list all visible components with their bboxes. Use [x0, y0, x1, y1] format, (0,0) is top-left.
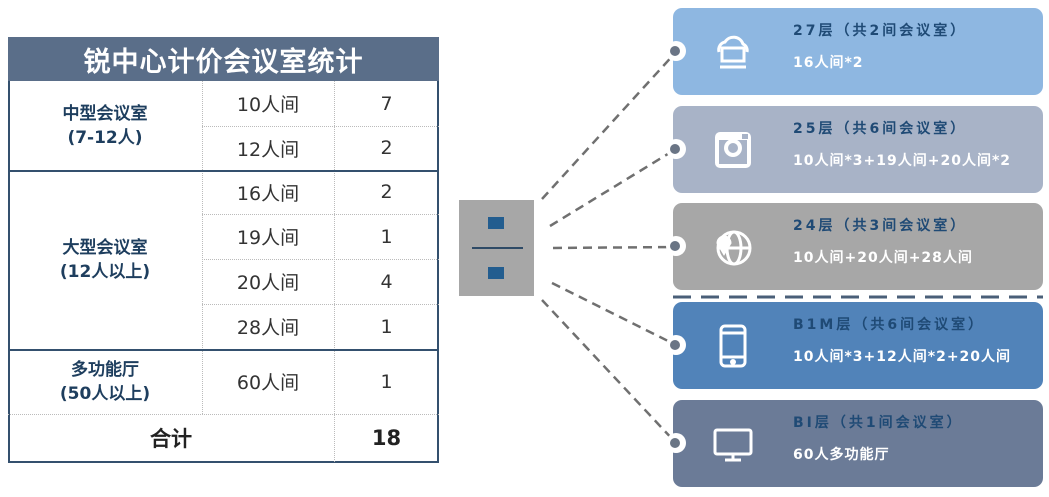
floor-detail: 16人间*2 — [793, 55, 864, 71]
cloud-computer-icon — [717, 35, 749, 69]
room-count: 1 — [380, 315, 393, 338]
connector-dot — [670, 144, 680, 154]
room-count: 2 — [380, 137, 393, 159]
connector-dot — [670, 241, 680, 251]
group-range: (50人以上) — [59, 383, 151, 404]
floor-detail: 60人多功能厅 — [793, 447, 890, 463]
room-count: 7 — [380, 92, 393, 115]
group-name: 大型会议室 — [62, 237, 148, 258]
divider — [8, 349, 439, 351]
group-name: 中型会议室 — [62, 103, 148, 124]
room-stats-table — [8, 37, 439, 463]
divider — [202, 126, 439, 127]
divider — [334, 81, 335, 462]
group-name: 多功能厅 — [71, 359, 139, 380]
phone-icon — [719, 324, 747, 368]
total-value: 18 — [371, 426, 402, 450]
divider — [202, 214, 439, 215]
floor-detail: 10人间*3+12人间*2+20人间 — [793, 349, 1012, 365]
center-node — [459, 200, 534, 296]
globe-pin-icon — [716, 230, 752, 266]
floor-title: 27层（共2间会议室） — [793, 23, 968, 39]
floor-title: BI层（共1间会议室） — [793, 415, 964, 431]
table-title: 锐中心计价会议室统计 — [8, 37, 439, 81]
group-medium: 中型会议室 (7-12人) — [8, 81, 202, 170]
floor-title: 24层（共3间会议室） — [793, 218, 968, 234]
divider — [202, 259, 439, 260]
floor-title: 25层（共6间会议室） — [793, 121, 968, 137]
room-size: 28人间 — [236, 317, 300, 339]
room-size: 10人间 — [236, 94, 300, 116]
room-size: 12人间 — [236, 138, 300, 161]
room-size: 19人间 — [236, 227, 300, 249]
total-label: 合计 — [150, 427, 192, 451]
divider — [202, 81, 203, 414]
group-range: (12人以上) — [59, 261, 151, 282]
group-large: 大型会议室 (12人以上) — [8, 170, 202, 349]
room-count: 4 — [380, 270, 393, 293]
divider — [8, 170, 439, 172]
room-size: 20人间 — [236, 272, 300, 294]
divider — [202, 304, 439, 305]
group-multi: 多功能厅 (50人以上) — [8, 349, 202, 414]
monitor-icon — [713, 428, 753, 462]
room-count: 2 — [380, 181, 393, 203]
square-icon — [488, 217, 504, 229]
floor-card-b1m: B1M层（共6间会议室） 10人间*3+12人间*2+20人间 — [666, 302, 1043, 389]
floor-card-25: 25层（共6间会议室） 10人间*3+19人间+20人间*2 — [666, 106, 1043, 193]
divider — [472, 247, 523, 249]
room-count: 1 — [380, 225, 393, 248]
floor-detail: 10人间+20人间+28人间 — [793, 250, 973, 266]
floor-card-b1: BI层（共1间会议室） 60人多功能厅 — [666, 400, 1043, 487]
floor-card-27: 27层（共2间会议室） 16人间*2 — [666, 8, 1043, 95]
square-icon — [488, 267, 504, 279]
room-size: 16人间 — [236, 182, 300, 205]
connector-dot — [670, 438, 680, 448]
floor-title: B1M层（共6间会议室） — [793, 317, 986, 333]
floor-card-24: 24层（共3间会议室） 10人间+20人间+28人间 — [666, 203, 1043, 290]
connector-dot — [670, 46, 680, 56]
camera-icon — [715, 132, 751, 168]
room-size: 60人间 — [236, 372, 300, 394]
group-range: (7-12人) — [67, 127, 143, 148]
divider — [8, 414, 439, 415]
floor-detail: 10人间*3+19人间+20人间*2 — [793, 153, 1012, 169]
connector-dot — [670, 340, 680, 350]
room-count: 1 — [380, 370, 393, 393]
